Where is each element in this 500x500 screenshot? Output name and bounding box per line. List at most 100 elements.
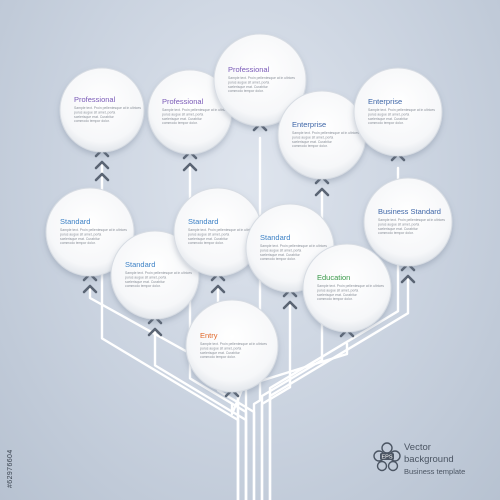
connector-line — [260, 302, 292, 500]
node-body-line: Sample text. Proin pellentesque at in ul… — [60, 228, 127, 232]
node-title: Professional — [162, 97, 204, 106]
footer-line-vector: Vector — [404, 442, 431, 453]
footer-line-business-template: Business template — [404, 467, 466, 476]
node-body-line: commodo tempor dolor. — [260, 257, 296, 261]
node-body-line: commodo tempor dolor. — [378, 231, 414, 235]
node-body-line: scelerisque erat. Curabitur — [162, 117, 203, 121]
node-body-line: Sample text. Proin pellentesque at in ul… — [228, 76, 295, 80]
node-body-line: commodo tempor dolor. — [368, 121, 404, 125]
connector-line — [230, 378, 248, 500]
node-body-line: scelerisque erat. Curabitur — [317, 293, 358, 297]
node-body-line: Sample text. Proin pellentesque at in ul… — [200, 342, 267, 346]
up-arrow-icon — [210, 284, 226, 294]
node-body-line: scelerisque erat. Curabitur — [260, 253, 301, 257]
node-body-line: Sample text. Proin pellentesque at in ul… — [74, 106, 141, 110]
node-body-line: scelerisque erat. Curabitur — [200, 351, 241, 355]
node-body-line: Sample text. Proin pellentesque at in ul… — [368, 108, 435, 112]
node-circle — [45, 187, 135, 277]
connector-line — [236, 342, 349, 500]
connector-line — [268, 276, 410, 500]
node-title: Business Standard — [378, 207, 441, 216]
node-body-line: commodo tempor dolor. — [162, 121, 198, 125]
node-body-line: commodo tempor dolor. — [228, 89, 264, 93]
node-body-line: scelerisque erat. Curabitur — [188, 237, 229, 241]
footer-branding: EPS Vector background Business template — [372, 440, 497, 490]
node-body-line: Sample text. Proin pellentesque at in ul… — [162, 108, 229, 112]
node-body-line: purus augue sit amet, porta — [378, 222, 419, 226]
node-body-line: Sample text. Proin pellentesque at in ul… — [188, 228, 255, 232]
node-body-line: Sample text. Proin pellentesque at in ul… — [125, 271, 192, 275]
node-body-line: purus augue sit amet, porta — [74, 110, 115, 114]
node-body-line: purus augue sit amet, porta — [228, 80, 269, 84]
node-body-line: scelerisque erat. Curabitur — [292, 140, 333, 144]
stock-id-text: #62976604 — [7, 449, 14, 488]
up-arrow-icon — [182, 162, 198, 172]
up-arrow-icon — [314, 187, 330, 197]
node-title: Enterprise — [292, 120, 326, 129]
node-title: Professional — [228, 65, 270, 74]
node-circle — [302, 243, 392, 333]
node-body-line: commodo tempor dolor. — [200, 355, 236, 359]
node-body-line: scelerisque erat. Curabitur — [60, 237, 101, 241]
node-body-line: purus augue sit amet, porta — [188, 232, 229, 236]
node-body-line: commodo tempor dolor. — [125, 284, 161, 288]
node-circle — [353, 67, 443, 157]
node-title: Entry — [200, 331, 218, 340]
node-body-line: commodo tempor dolor. — [60, 241, 96, 245]
node-body-line: Sample text. Proin pellentesque at in ul… — [260, 244, 327, 248]
node-body-line: scelerisque erat. Curabitur — [368, 117, 409, 121]
node-title: Standard — [60, 217, 90, 226]
node-title: Education — [317, 273, 350, 282]
eps-logo-icon: EPS — [373, 442, 401, 472]
node-title: Standard — [125, 260, 155, 269]
node-title: Enterprise — [368, 97, 402, 106]
node-body-line: Sample text. Proin pellentesque at in ul… — [317, 284, 384, 288]
node-body-line: commodo tempor dolor. — [188, 241, 224, 245]
node-title: Standard — [188, 217, 218, 226]
node-circle — [213, 33, 307, 127]
node-body-line: purus augue sit amet, porta — [60, 232, 101, 236]
node-circle — [59, 67, 145, 153]
up-arrow-icon — [94, 160, 110, 170]
node-body-line: purus augue sit amet, porta — [200, 346, 241, 350]
node-circle — [110, 230, 200, 320]
footer-line-background: background — [404, 454, 454, 465]
node-title: Standard — [260, 233, 290, 242]
up-arrow-icon — [400, 274, 416, 284]
node-body-line: Sample text. Proin pellentesque at in ul… — [292, 131, 359, 135]
node-body-line: commodo tempor dolor. — [292, 144, 328, 148]
node-body-line: purus augue sit amet, porta — [162, 112, 203, 116]
node-circle — [363, 177, 453, 267]
node-body-line: scelerisque erat. Curabitur — [228, 85, 269, 89]
node-body-line: scelerisque erat. Curabitur — [74, 115, 115, 119]
node-body-line: purus augue sit amet, porta — [125, 275, 166, 279]
node-body-line: purus augue sit amet, porta — [317, 288, 358, 292]
node-body-line: scelerisque erat. Curabitur — [378, 227, 419, 231]
node-body-line: commodo tempor dolor. — [74, 119, 110, 123]
up-arrow-icon — [147, 327, 163, 337]
up-arrow-icon — [82, 284, 98, 294]
node-body-line: commodo tempor dolor. — [317, 297, 353, 301]
logo-label: EPS — [381, 455, 392, 461]
up-arrow-icon — [94, 172, 110, 182]
up-arrow-icon — [282, 300, 298, 310]
node-body-line: purus augue sit amet, porta — [260, 248, 301, 252]
node-body-line: purus augue sit amet, porta — [368, 112, 409, 116]
node-body-line: scelerisque erat. Curabitur — [125, 280, 166, 284]
node-circle — [185, 299, 279, 393]
node-body-line: Sample text. Proin pellentesque at in ul… — [378, 218, 445, 222]
node-title: Professional — [74, 95, 116, 104]
